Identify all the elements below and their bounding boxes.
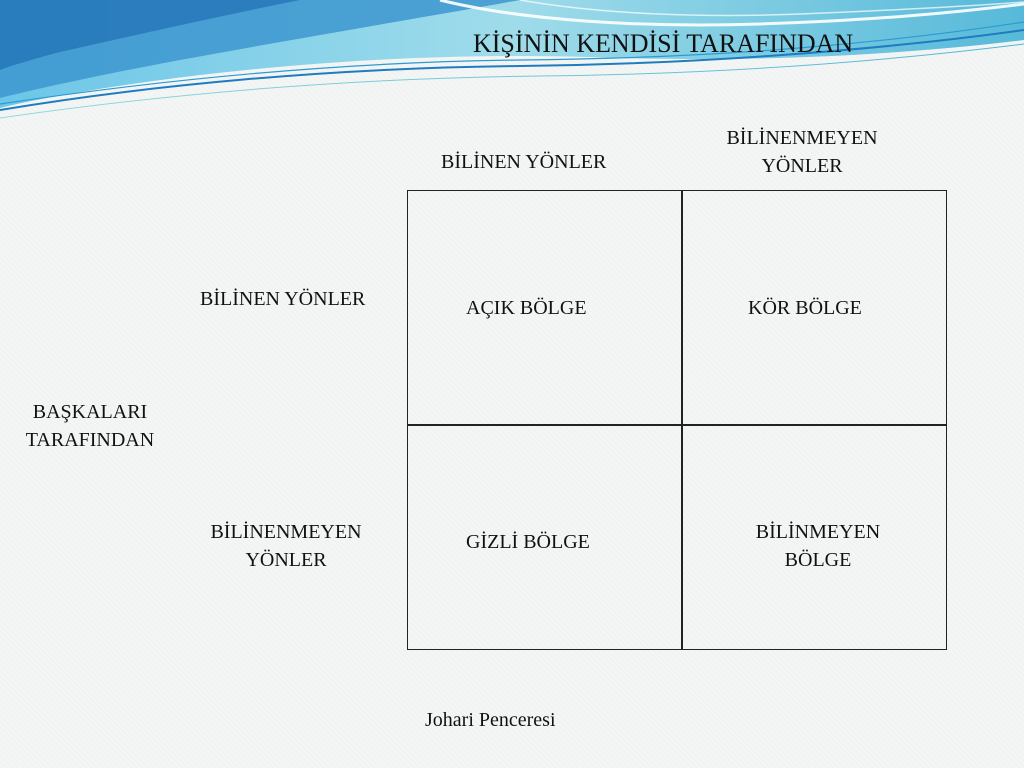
column-header-unknown-line1: BİLİNENMEYEN bbox=[726, 127, 878, 149]
cell-open-area: AÇIK BÖLGE bbox=[466, 297, 587, 319]
diagram-caption: Johari Penceresi bbox=[425, 709, 556, 731]
side-label-line1: BAŞKALARI bbox=[32, 401, 148, 423]
side-label-others: BAŞKALARI TARAFINDAN bbox=[14, 398, 166, 454]
cell-unknown-line1: BİLİNMEYEN bbox=[755, 521, 881, 543]
column-header-known: BİLİNEN YÖNLER bbox=[441, 151, 607, 173]
side-label-line2: TARAFINDAN bbox=[25, 429, 155, 451]
column-header-unknown-line2: YÖNLER bbox=[761, 155, 843, 177]
grid-horizontal-divider bbox=[407, 424, 947, 426]
grid-vertical-divider bbox=[681, 190, 683, 650]
johari-window-grid bbox=[407, 190, 947, 650]
header-wave-decoration bbox=[0, 0, 1024, 119]
row-header-known: BİLİNEN YÖNLER bbox=[200, 288, 366, 310]
cell-unknown-line2: BÖLGE bbox=[784, 549, 852, 571]
column-header-unknown: BİLİNENMEYEN YÖNLER bbox=[716, 124, 888, 180]
cell-blind-area: KÖR BÖLGE bbox=[748, 297, 862, 319]
cell-hidden-area: GİZLİ BÖLGE bbox=[466, 531, 590, 553]
cell-unknown-area: BİLİNMEYEN BÖLGE bbox=[742, 518, 894, 574]
slide-title: KİŞİNİN KENDİSİ TARAFINDAN bbox=[473, 29, 854, 58]
row-header-unknown-line1: BİLİNENMEYEN bbox=[210, 521, 362, 543]
row-header-unknown: BİLİNENMEYEN YÖNLER bbox=[198, 518, 374, 574]
row-header-unknown-line2: YÖNLER bbox=[245, 549, 327, 571]
